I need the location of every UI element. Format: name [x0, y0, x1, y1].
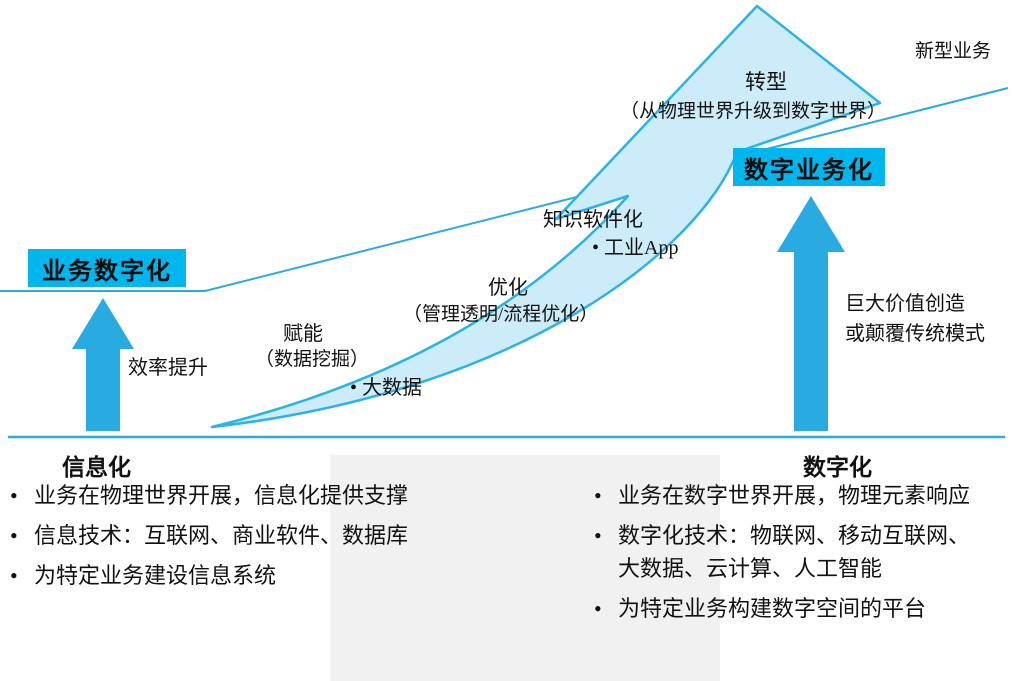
value-caption-line2: 或颠覆传统模式: [845, 323, 985, 345]
list-item: 为特定业务建设信息系统: [8, 559, 538, 592]
efficiency-label: 效率提升: [128, 357, 208, 379]
list-item: 数字化技术：物联网、移动互联网、大数据、云计算、人工智能: [592, 519, 984, 585]
value-caption-line1: 巨大价值创造: [845, 293, 965, 315]
value-up-arrow: [777, 196, 845, 431]
list-item: 业务在数字世界开展，物理元素响应: [592, 479, 984, 512]
efficiency-up-arrow: [72, 298, 134, 431]
list-item: 信息技术：互联网、商业软件、数据库: [8, 519, 538, 552]
transform-title: 转型: [745, 70, 787, 94]
knowledge-software-label: 知识软件化: [543, 209, 643, 231]
list-item: 为特定业务构建数字空间的平台: [592, 592, 984, 625]
new-business-label: 新型业务: [915, 41, 992, 62]
digitalization-bullet-list: 业务在数字世界开展，物理元素响应 数字化技术：物联网、移动互联网、大数据、云计算…: [592, 479, 984, 632]
axis-label-informatization: 信息化: [62, 455, 131, 480]
empower-title: 赋能: [283, 323, 323, 345]
business-digitization-box: 业务数字化: [28, 249, 186, 287]
list-item: 业务在物理世界开展，信息化提供支撑: [8, 479, 538, 512]
informatization-bullet-list: 业务在物理世界开展，信息化提供支撑 信息技术：互联网、商业软件、数据库 为特定业…: [8, 479, 538, 599]
optimize-subtitle: （管理透明/流程优化）: [403, 304, 599, 325]
transform-subtitle: （从物理世界升级到数字世界）: [620, 101, 887, 122]
optimize-title: 优化: [488, 277, 528, 299]
growth-swoosh-arrow: [210, 4, 882, 429]
digital-business-box: 数字业务化: [733, 148, 885, 186]
axis-label-digitalization: 数字化: [803, 455, 872, 480]
big-data-label: • 大数据: [350, 377, 423, 399]
industrial-app-label: • 工业App: [592, 237, 679, 259]
empower-subtitle: （数据挖掘）: [255, 349, 370, 370]
